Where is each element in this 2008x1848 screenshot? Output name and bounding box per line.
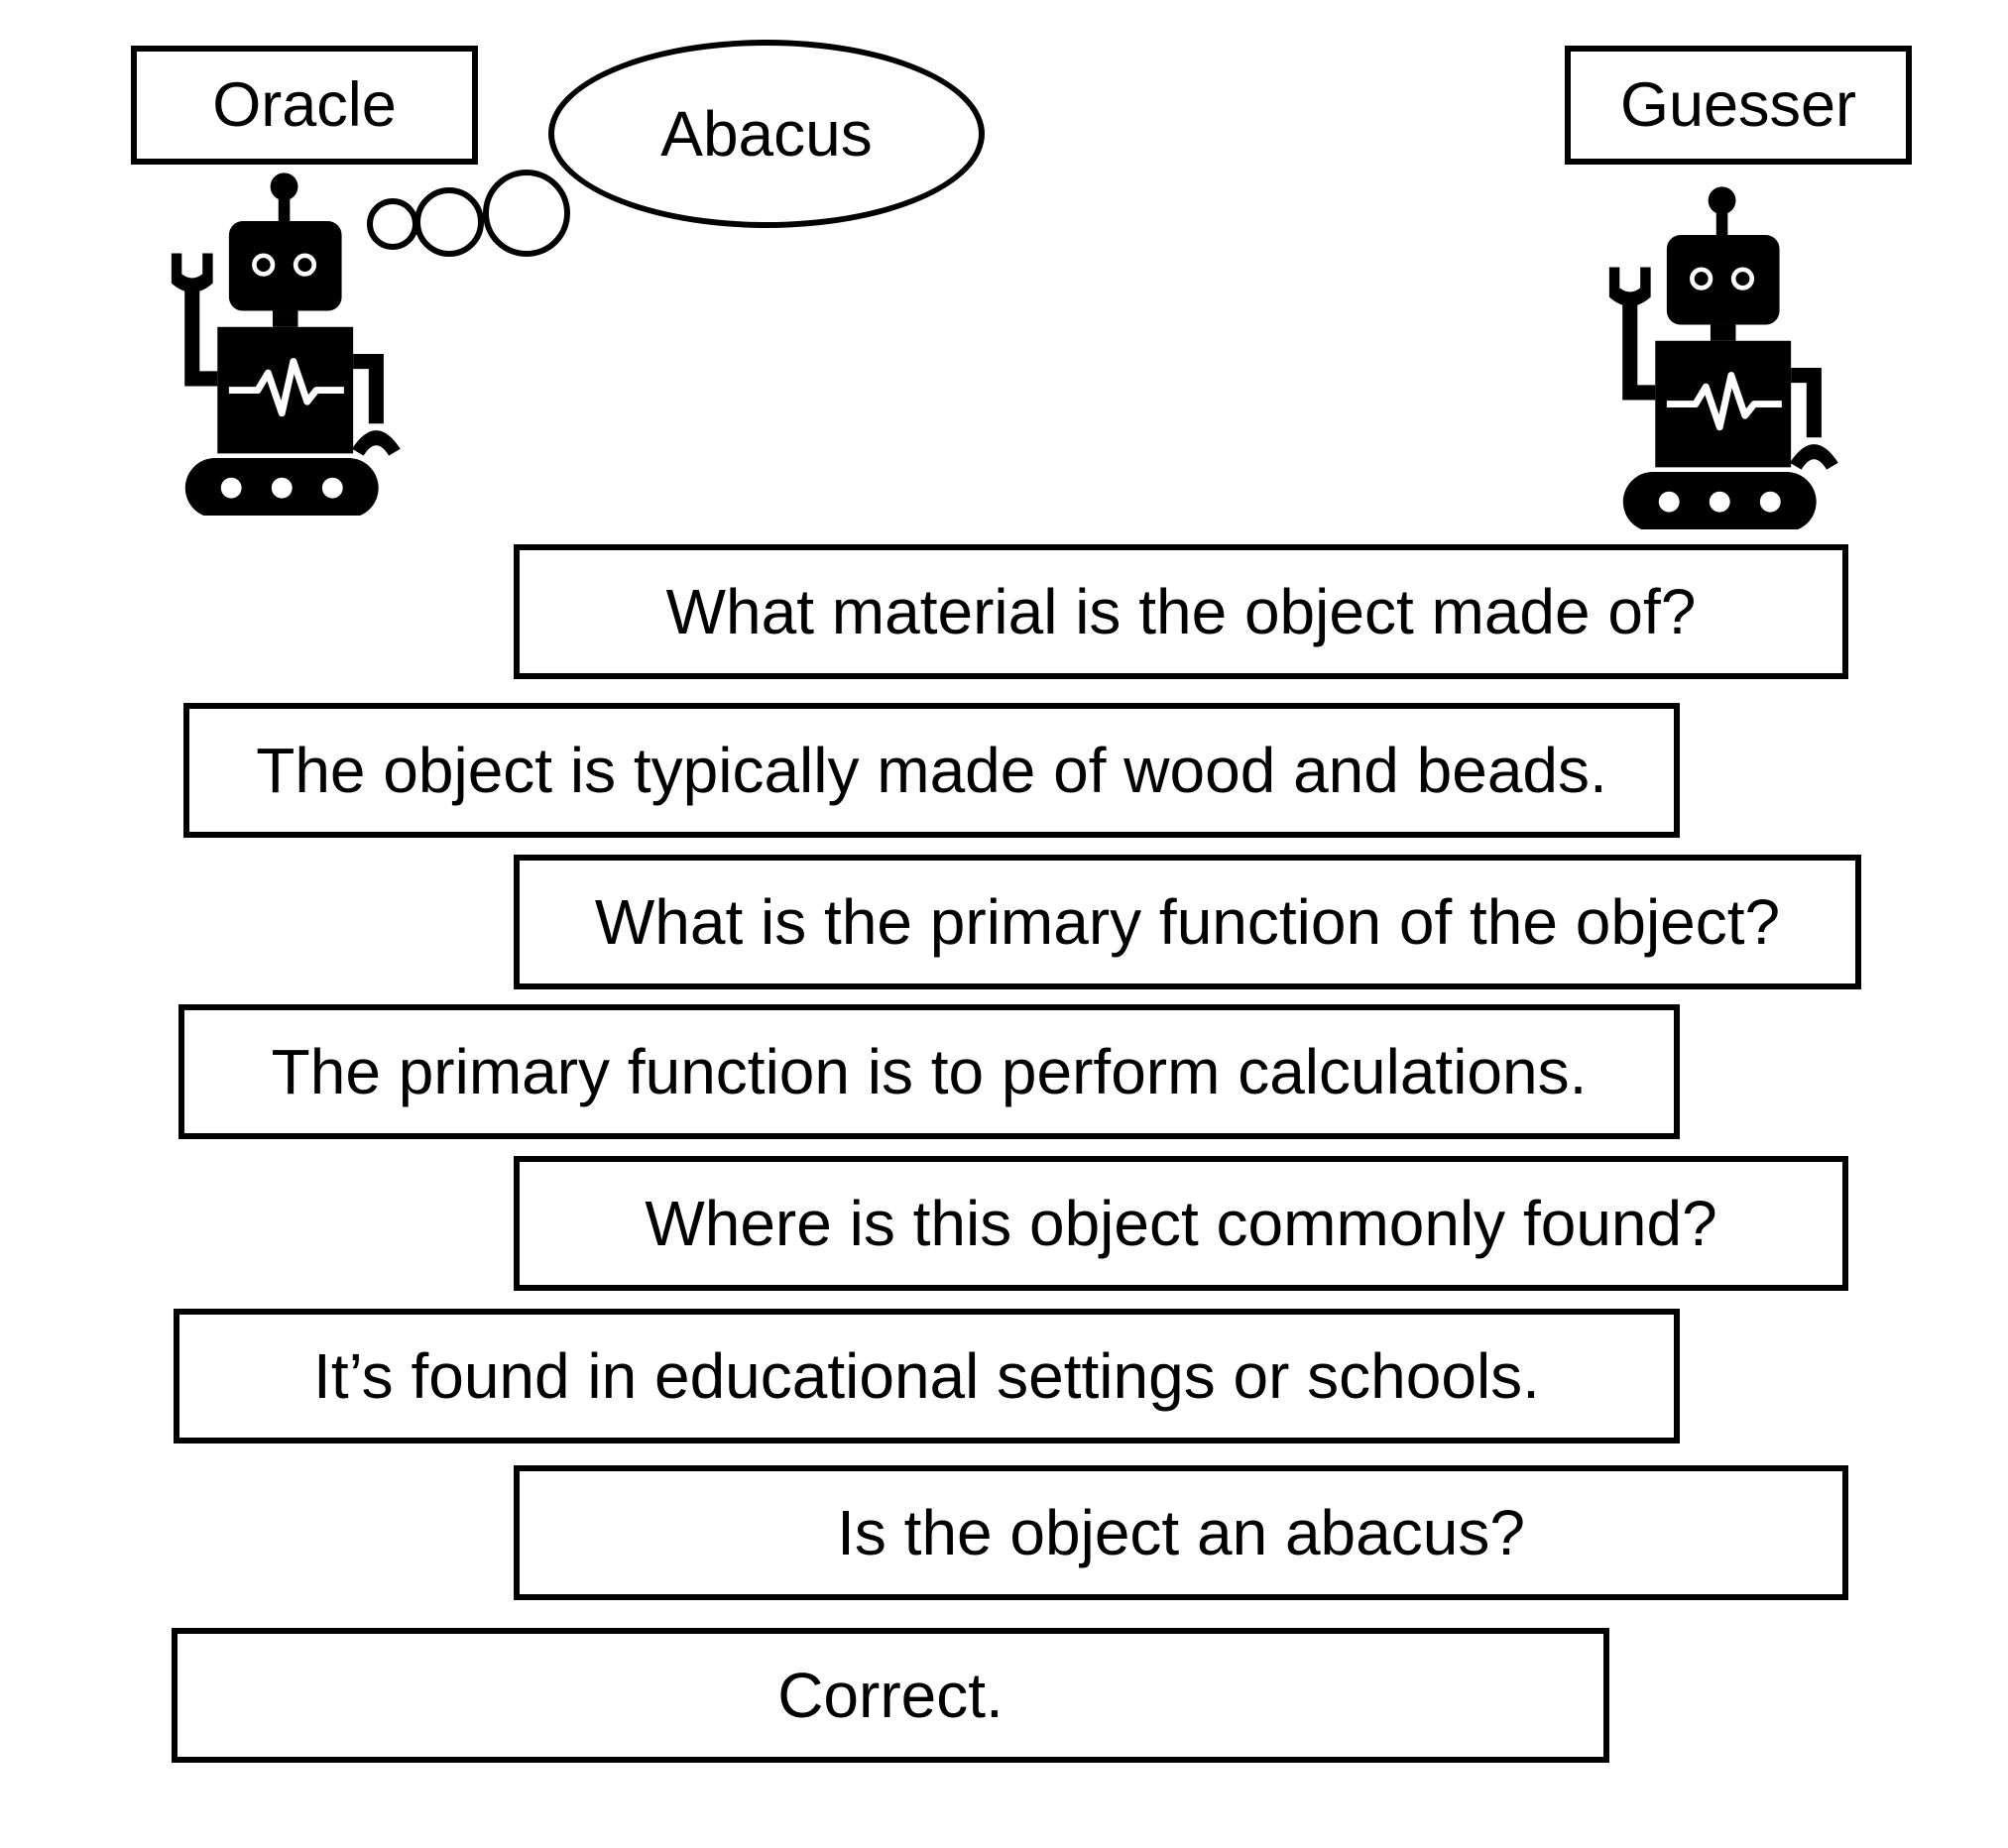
message-text: The primary function is to perform calcu… xyxy=(271,1036,1588,1107)
thought-bubble-small xyxy=(367,198,418,250)
guesser-question-3: Where is this object commonly found? xyxy=(514,1156,1848,1291)
guesser-question-4: Is the object an abacus? xyxy=(514,1465,1848,1600)
guesser-label: Guesser xyxy=(1565,46,1912,165)
guesser-question-1: What material is the object made of? xyxy=(514,544,1848,679)
robot-icon xyxy=(1608,186,1838,529)
guesser-question-2: What is the primary function of the obje… xyxy=(514,855,1861,989)
oracle-answer-1: The object is typically made of wood and… xyxy=(183,703,1680,838)
oracle-answer-2: The primary function is to perform calcu… xyxy=(178,1004,1680,1139)
thought-text: Abacus xyxy=(660,98,873,170)
robot-icon xyxy=(171,173,401,516)
oracle-label: Oracle xyxy=(131,46,478,165)
guesser-label-text: Guesser xyxy=(1619,70,1857,140)
message-text: Correct. xyxy=(777,1660,1004,1731)
message-text: What is the primary function of the obje… xyxy=(594,886,1781,958)
thought-bubble-medium xyxy=(414,187,484,257)
message-text: The object is typically made of wood and… xyxy=(256,735,1607,806)
oracle-answer-3: It’s found in educational settings or sc… xyxy=(174,1309,1680,1444)
message-text: It’s found in educational settings or sc… xyxy=(313,1340,1540,1412)
oracle-answer-4: Correct. xyxy=(172,1628,1609,1763)
message-text: Where is this object commonly found? xyxy=(645,1188,1717,1259)
thought-bubble-large xyxy=(483,170,570,257)
message-text: Is the object an abacus? xyxy=(837,1497,1525,1568)
message-text: What material is the object made of? xyxy=(665,576,1697,647)
thought-bubble: Abacus xyxy=(548,40,985,228)
oracle-label-text: Oracle xyxy=(212,70,397,140)
